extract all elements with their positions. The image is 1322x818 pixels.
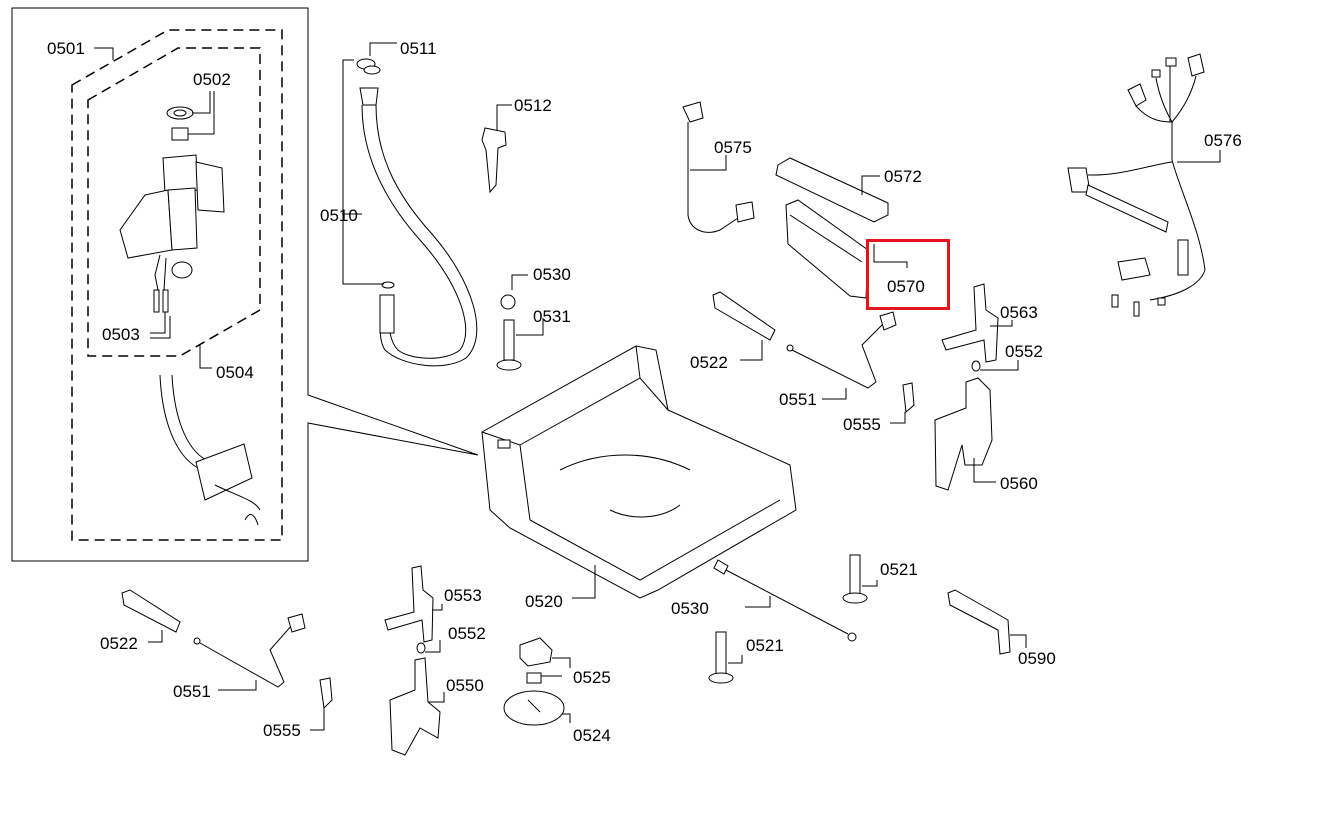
latch-part-0555-left[interactable]	[319, 677, 333, 710]
label-0522-right[interactable]: 0522	[690, 353, 728, 372]
label-0555-left[interactable]: 0555	[263, 721, 301, 740]
cable-leader-left	[218, 680, 257, 691]
label-0552-left[interactable]: 0552	[448, 624, 486, 643]
spring-leader-right	[740, 340, 763, 361]
nut-part-0552-left[interactable]	[416, 642, 426, 654]
control-module-part-0570[interactable]	[785, 199, 869, 299]
rack-leader-0590	[1010, 634, 1027, 648]
clamp-part-0511[interactable]	[356, 58, 381, 75]
bracket-leader-0550	[428, 692, 445, 703]
cover-strip-part-0572[interactable]	[775, 157, 889, 223]
highlight-box-0570	[866, 239, 950, 310]
label-0512[interactable]: 0512	[514, 96, 552, 115]
inset-leaders	[94, 47, 215, 369]
bracket-leader-0560	[973, 458, 996, 483]
aquastop-connector-part[interactable]	[195, 443, 261, 526]
switch-leader-0525	[541, 657, 571, 677]
label-0576[interactable]: 0576	[1204, 131, 1242, 150]
label-0551-right[interactable]: 0551	[779, 390, 817, 409]
label-0563[interactable]: 0563	[1000, 303, 1038, 322]
label-0503[interactable]: 0503	[102, 325, 140, 344]
label-0510[interactable]: 0510	[320, 206, 358, 225]
label-0511[interactable]: 0511	[400, 39, 437, 58]
cable-part-0530-bottom[interactable]	[713, 559, 857, 642]
label-0504[interactable]: 0504	[216, 363, 254, 382]
power-cord-part-0575[interactable]	[682, 101, 755, 233]
bracket-part-0550[interactable]	[389, 657, 441, 756]
cord-leader	[690, 155, 727, 171]
label-0572[interactable]: 0572	[884, 167, 922, 186]
hinge-leader-0563	[990, 320, 1013, 327]
hinge-leader-0553	[432, 604, 443, 611]
label-0590[interactable]: 0590	[1018, 649, 1056, 668]
cable-part-0551-left[interactable]	[193, 613, 306, 688]
nut-leader-0552-left	[425, 640, 441, 653]
label-0521-lower[interactable]: 0521	[746, 636, 784, 655]
spring-part-0522-left[interactable]	[121, 589, 181, 633]
clip-part-0512[interactable]	[481, 127, 507, 194]
spring-leader-left	[148, 630, 163, 643]
label-0522-left[interactable]: 0522	[100, 634, 138, 653]
label-0524[interactable]: 0524	[573, 726, 611, 745]
wiring-harness-part-0576[interactable]	[1067, 53, 1206, 317]
cable-leader-0530-bottom	[745, 596, 771, 608]
inset-hose	[159, 374, 207, 469]
label-0570[interactable]: 0570	[887, 277, 925, 296]
disc-part-0524[interactable]	[503, 690, 565, 726]
label-0575[interactable]: 0575	[714, 138, 752, 157]
rack-part-0590[interactable]	[947, 589, 1011, 655]
base-frame-part-0520[interactable]	[481, 345, 797, 599]
label-0560[interactable]: 0560	[1000, 474, 1038, 493]
water-valve-part[interactable]	[119, 106, 225, 313]
cover-leader	[861, 175, 880, 195]
clip-leader	[496, 104, 512, 130]
hinge-part-0563[interactable]	[941, 283, 999, 363]
screw-leader-0521-lower	[728, 655, 743, 664]
label-0550[interactable]: 0550	[446, 676, 484, 695]
hose-leaders	[342, 42, 397, 285]
nut-part-0530[interactable]	[500, 294, 516, 310]
label-0552-right[interactable]: 0552	[1005, 342, 1043, 361]
label-0502[interactable]: 0502	[193, 70, 231, 89]
inset-frame	[11, 7, 479, 562]
screw-leader-0521-upper	[862, 580, 878, 587]
group-outline-0501	[71, 29, 283, 541]
nut-screw-leaders	[511, 274, 544, 336]
screw-part-0521-lower[interactable]	[708, 631, 734, 684]
screw-part-0521-upper[interactable]	[842, 554, 868, 604]
label-0520[interactable]: 0520	[525, 592, 563, 611]
label-0551-left[interactable]: 0551	[173, 682, 211, 701]
module-leader	[873, 244, 908, 268]
screw-part-0531[interactable]	[496, 319, 522, 371]
label-0530-bottom[interactable]: 0530	[671, 599, 709, 618]
latch-leader-right	[890, 412, 906, 424]
group-outline-0504	[87, 47, 261, 357]
hinge-part-0553[interactable]	[384, 565, 434, 643]
latch-part-0555-right[interactable]	[902, 382, 915, 414]
harness-leader	[1177, 150, 1221, 163]
label-0530-top[interactable]: 0530	[533, 265, 571, 284]
label-0521-upper[interactable]: 0521	[880, 560, 918, 579]
spring-part-0522-right[interactable]	[712, 291, 776, 341]
label-0531[interactable]: 0531	[533, 307, 571, 326]
label-0525[interactable]: 0525	[573, 668, 611, 687]
latch-leader-left	[310, 708, 325, 731]
hose-part-0510[interactable]	[359, 87, 478, 367]
switch-part-0525[interactable]	[519, 637, 553, 684]
label-0553[interactable]: 0553	[444, 586, 482, 605]
cable-part-0551-right[interactable]	[786, 311, 897, 389]
nut-leader-0552-right	[980, 360, 1019, 371]
label-0501[interactable]: 0501	[47, 39, 85, 58]
nut-part-0552-right[interactable]	[971, 360, 981, 372]
cable-leader-right	[822, 388, 847, 400]
label-0555-right[interactable]: 0555	[843, 415, 881, 434]
bracket-part-0560[interactable]	[934, 377, 993, 491]
disc-leader-0524	[562, 713, 571, 723]
frame-leader	[572, 565, 596, 599]
